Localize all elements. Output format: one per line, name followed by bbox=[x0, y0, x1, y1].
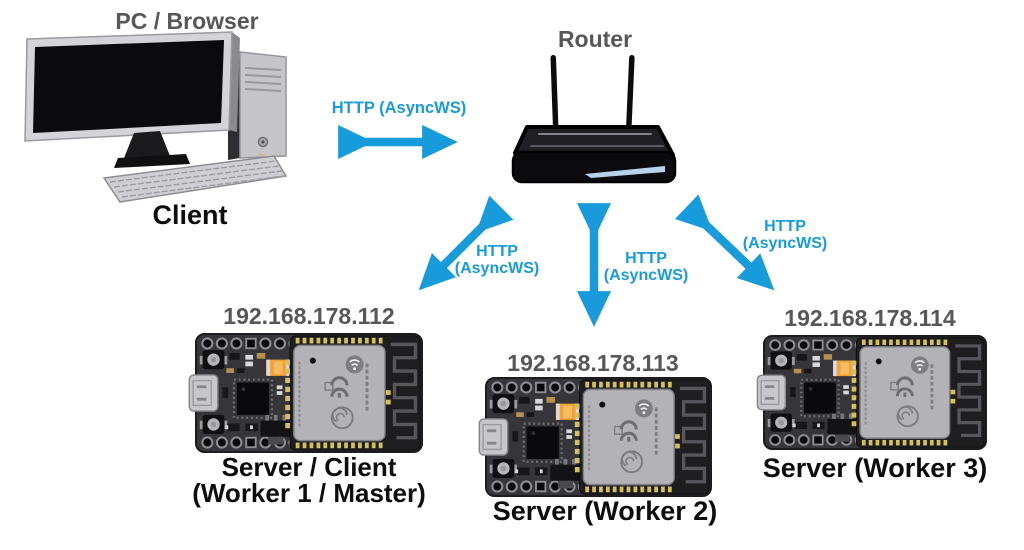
link-label-line: (AsyncWS) bbox=[603, 267, 689, 284]
link-label-router-worker1: HTTP (AsyncWS) bbox=[422, 243, 572, 277]
worker1-ip: 192.168.178.112 bbox=[223, 303, 395, 329]
link-label-client-router: HTTP (AsyncWS) bbox=[331, 99, 467, 117]
worker2-ip: 192.168.178.113 bbox=[507, 350, 679, 376]
caption-line: Server / Client bbox=[221, 452, 397, 482]
esp32-board-icon bbox=[763, 335, 987, 450]
worker1-caption: Server / Client (Worker 1 / Master) bbox=[159, 454, 459, 506]
link-label-line: (AsyncWS) bbox=[454, 260, 540, 277]
router-title: Router bbox=[557, 26, 633, 52]
worker2-caption: Server (Worker 2) bbox=[492, 496, 718, 526]
worker3-caption: Server (Worker 3) bbox=[762, 453, 988, 483]
esp32-board-icon bbox=[485, 377, 712, 497]
link-label-line: HTTP bbox=[625, 250, 667, 267]
desktop-computer-icon bbox=[24, 31, 288, 203]
wifi-router-icon bbox=[511, 55, 677, 184]
link-label-line: (AsyncWS) bbox=[742, 235, 828, 252]
link-label-line: HTTP bbox=[764, 218, 806, 235]
client-caption: Client bbox=[152, 200, 228, 230]
esp32-board-icon bbox=[195, 333, 423, 453]
worker3-ip: 192.168.178.114 bbox=[784, 305, 956, 331]
link-label-line: HTTP bbox=[476, 243, 518, 260]
link-label-router-worker3: HTTP (AsyncWS) bbox=[710, 218, 860, 252]
client-title: PC / Browser bbox=[115, 8, 259, 34]
caption-line: (Worker 1 / Master) bbox=[192, 478, 426, 508]
link-label-router-worker2: HTTP (AsyncWS) bbox=[571, 250, 721, 284]
